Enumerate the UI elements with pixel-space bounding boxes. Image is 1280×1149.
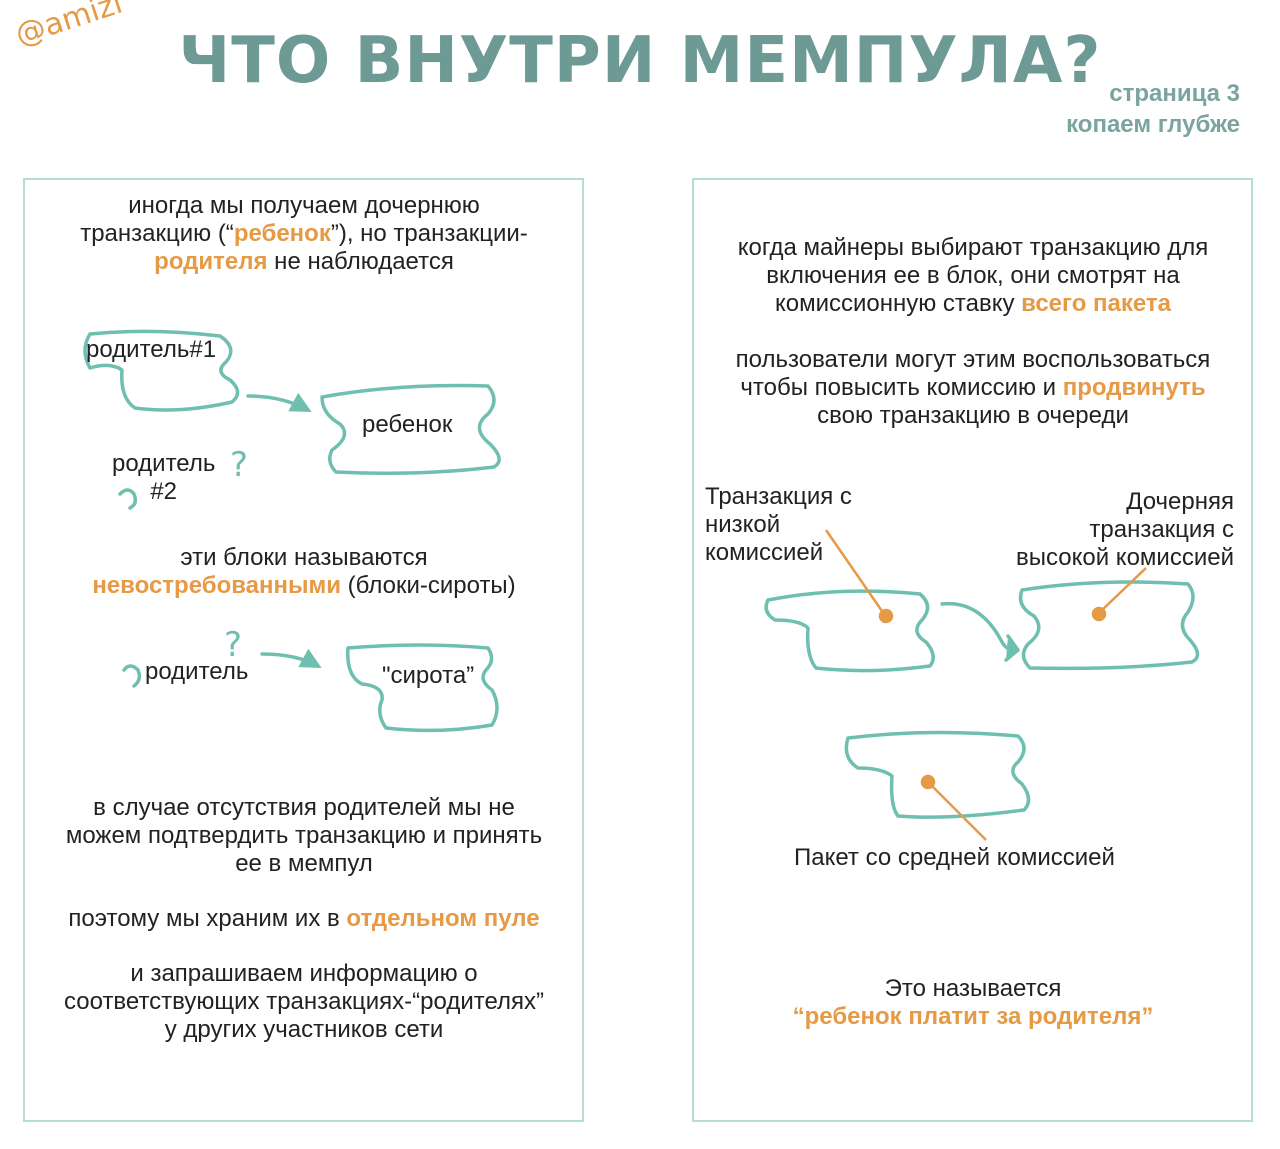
highlight-cpfp: “ребенок платит за родителя” — [792, 1003, 1154, 1030]
orphan-blob — [346, 643, 499, 733]
child-label: ребенок — [362, 411, 453, 438]
highlight-whole-package: всего пакета — [1021, 290, 1172, 317]
parent-to-orphan-arrow — [260, 648, 322, 669]
request-info-text: и запрашиваем информацию о соответствующ… — [64, 960, 544, 1043]
page-tagline: копаем глубже — [1066, 111, 1240, 138]
users-text: пользователи могут этим воспользоваться … — [735, 346, 1211, 429]
orphan-blocks-text: эти блоки называются невостребованными (… — [92, 544, 516, 599]
parent1-label: родитель#1 — [86, 336, 217, 363]
question-mark-icon: ? — [224, 625, 242, 665]
high-fee-blob — [1018, 580, 1200, 671]
package-leader — [927, 781, 987, 841]
parent-label: родитель — [145, 658, 249, 685]
high-fee-dot — [1091, 606, 1107, 622]
parent1-blob — [83, 329, 240, 412]
question-mark-squiggle — [118, 488, 138, 510]
low-fee-label: Транзакция с низкой комиссией — [705, 483, 852, 566]
child-blob — [320, 383, 501, 475]
package-label: Пакет со средней комиссией — [794, 844, 1115, 871]
high-fee-label: Дочерняя транзакция с высокой комиссией — [1016, 488, 1234, 571]
low-to-high-arrow — [940, 601, 1016, 651]
parent2-label: родитель #2 — [112, 450, 216, 505]
highlight-promote: продвинуть — [1062, 374, 1206, 401]
package-blob — [844, 730, 1031, 819]
highlight-orphaned: невостребованными — [92, 572, 342, 599]
low-fee-leader — [824, 529, 886, 615]
highlight-separate-pool: отдельном пуле — [346, 905, 540, 932]
question-mark-icon: ? — [230, 445, 248, 485]
low-fee-dot — [878, 608, 894, 624]
no-parents-text: в случае отсутствия родителей мы не може… — [65, 794, 543, 877]
right-panel — [692, 178, 1253, 1122]
package-dot — [920, 774, 936, 790]
highlight-parent: родителя — [154, 248, 268, 275]
highlight-child: ребенок — [233, 220, 331, 247]
separate-pool-text: поэтому мы храним их в отдельном пуле — [68, 905, 540, 932]
page-number: страница 3 — [1109, 80, 1240, 107]
orphan-label: "сирота” — [382, 662, 475, 689]
low-fee-blob — [764, 589, 935, 673]
left-panel — [23, 178, 584, 1122]
miners-text: когда майнеры выбирают транзакцию для вк… — [737, 234, 1209, 317]
page-subtitle: страница 3 копаем глубже — [1066, 78, 1240, 140]
parent1-to-child-arrow — [246, 392, 312, 412]
left-intro-text: иногда мы получаем дочернюю транзакцию (… — [80, 192, 528, 275]
high-fee-leader — [1099, 567, 1147, 613]
cpfp-text: Это называется “ребенок платит за родите… — [698, 975, 1248, 1031]
question-mark-squiggle-2 — [122, 664, 142, 688]
page-title: ЧТО ВНУТРИ МЕМПУЛА? — [178, 24, 1102, 98]
